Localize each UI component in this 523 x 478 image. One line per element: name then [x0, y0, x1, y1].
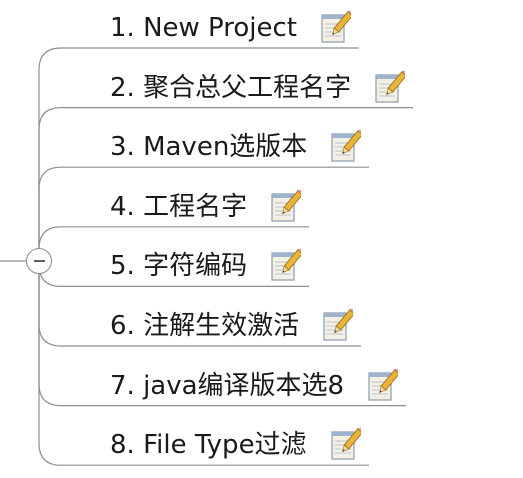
note-pencil-icon[interactable]	[269, 247, 305, 283]
branch-node-8[interactable]: 8. File Type过滤	[110, 425, 365, 465]
branch-node-label: 2. 聚合总父工程名字	[110, 72, 352, 103]
branch-node-label: 8. File Type过滤	[110, 430, 307, 461]
branch-node-label: 7. java编译版本选8	[110, 370, 345, 401]
branch-connector-3	[38, 166, 369, 248]
note-pencil-icon[interactable]	[319, 9, 355, 45]
branch-node-label: 4. 工程名字	[110, 191, 248, 222]
branch-node-3[interactable]: 3. Maven选版本	[110, 127, 365, 167]
note-pencil-icon[interactable]	[329, 426, 365, 462]
branch-node-label: 6. 注解生效激活	[110, 311, 300, 341]
branch-connector-8	[38, 274, 369, 466]
collapse-toggle-button[interactable]	[26, 248, 52, 274]
branch-node-2[interactable]: 2. 聚合总父工程名字	[110, 68, 409, 108]
branch-connector-2	[38, 107, 413, 248]
branch-node-label: 3. Maven选版本	[110, 132, 308, 163]
note-pencil-icon[interactable]	[366, 366, 402, 403]
branch-node-1[interactable]: 1. New Project	[110, 8, 355, 48]
branch-node-7[interactable]: 7. java编译版本选8	[110, 366, 402, 406]
branch-node-label: 1. New Project	[110, 13, 298, 43]
branch-node-label: 5. 字符编码	[110, 251, 248, 282]
note-pencil-icon[interactable]	[329, 128, 365, 164]
note-pencil-icon[interactable]	[373, 68, 409, 105]
branch-node-6[interactable]: 6. 注解生效激活	[110, 306, 357, 346]
note-pencil-icon[interactable]	[321, 307, 357, 343]
branch-node-4[interactable]: 4. 工程名字	[110, 187, 305, 227]
branch-connector-1	[38, 47, 359, 248]
branch-node-5[interactable]: 5. 字符编码	[110, 246, 305, 286]
note-pencil-icon[interactable]	[269, 188, 305, 224]
